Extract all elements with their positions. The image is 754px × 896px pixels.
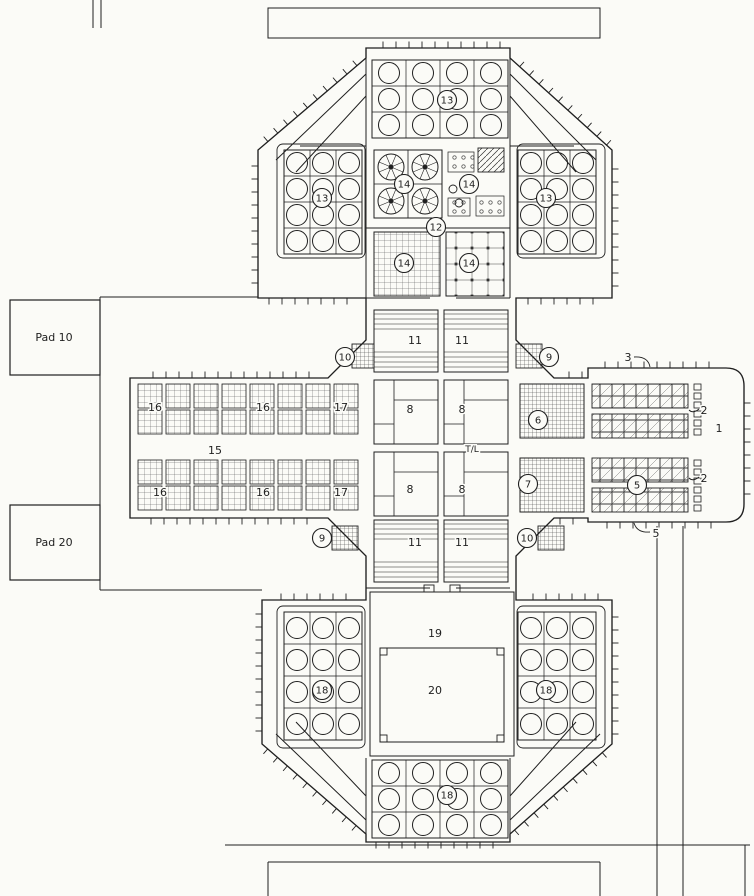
room-11-sw — [373, 519, 439, 583]
callout-13-upper-right: 13 — [535, 187, 557, 209]
room-11-nw — [373, 309, 439, 373]
svg-text:12: 12 — [430, 223, 443, 234]
callout-leaders — [633, 356, 700, 533]
interior-wall-lines — [99, 58, 601, 834]
svg-text:9: 9 — [546, 353, 552, 364]
label-2-top: 2 — [701, 404, 708, 417]
room-8-ne — [443, 379, 509, 445]
labels: 13 13 13 14 14 12 14 14 10 9 9 10 6 7 5 … — [34, 89, 724, 806]
label-2-bottom: 2 — [701, 472, 708, 485]
round-table-clusters — [276, 59, 606, 839]
label-room-11-se: 11 — [455, 536, 469, 549]
label-room-11-ne: 11 — [455, 334, 469, 347]
label-5: 5 — [653, 527, 660, 540]
room-11-ne — [443, 309, 509, 373]
pad-10-label: Pad 10 — [35, 331, 72, 344]
svg-text:14: 14 — [398, 259, 411, 270]
tl-label: T/L — [464, 445, 479, 455]
svg-text:9: 9 — [319, 534, 325, 545]
label-19: 19 — [428, 627, 442, 640]
gate-finger-ticks — [150, 41, 751, 849]
callout-10-se: 10 — [516, 527, 538, 549]
callout-9-ne: 9 — [538, 346, 560, 368]
bottom-apron — [225, 526, 750, 896]
callout-14-grid-right: 14 — [458, 252, 480, 274]
svg-text:13: 13 — [540, 194, 553, 205]
callout-7: 7 — [517, 473, 539, 495]
svg-text:13: 13 — [441, 96, 454, 107]
callout-13-pier: 13 — [436, 89, 458, 111]
callout-18-lower-right: 18 — [535, 679, 557, 701]
pad-20-label: Pad 20 — [35, 536, 72, 549]
svg-text:14: 14 — [398, 180, 411, 191]
room-11-se — [443, 519, 509, 583]
svg-text:13: 13 — [316, 194, 329, 205]
callout-14-round-tables: 14 — [393, 173, 415, 195]
hall-19 — [369, 591, 515, 757]
table-blocks — [137, 147, 689, 551]
label-3: 3 — [625, 351, 632, 364]
svg-text:18: 18 — [441, 791, 454, 802]
label-15: 15 — [208, 444, 222, 457]
svg-text:10: 10 — [521, 534, 534, 545]
svg-text:10: 10 — [339, 353, 352, 364]
callout-14-grid-left: 14 — [393, 252, 415, 274]
label-16-b: 16 — [256, 401, 270, 414]
svg-text:14: 14 — [463, 259, 476, 270]
apron-lines — [92, 0, 750, 896]
label-room-11-sw: 11 — [408, 536, 422, 549]
svg-text:14: 14 — [463, 180, 476, 191]
room-20 — [379, 647, 505, 743]
terminal-outer-wall — [129, 47, 745, 843]
pad-10 — [9, 299, 101, 376]
label-16-a: 16 — [148, 401, 162, 414]
label-17-a: 17 — [334, 401, 348, 414]
svg-text:5: 5 — [634, 481, 640, 492]
label-17-b: 17 — [334, 486, 348, 499]
label-room-8-nw: 8 — [407, 403, 414, 416]
callout-14-dot-tables: 14 — [458, 173, 480, 195]
callout-6: 6 — [527, 409, 549, 431]
svg-text:18: 18 — [540, 686, 553, 697]
label-room-8-se: 8 — [459, 483, 466, 496]
room-8-nw — [373, 379, 439, 445]
callout-13-upper-left: 13 — [311, 187, 333, 209]
callout-12: 12 — [425, 216, 447, 238]
svg-text:6: 6 — [535, 416, 541, 427]
label-20: 20 — [428, 684, 442, 697]
label-16-d: 16 — [256, 486, 270, 499]
room-8-se — [443, 451, 509, 517]
label-room-11-nw: 11 — [408, 334, 422, 347]
callout-5: 5 — [626, 474, 648, 496]
callout-10-nw: 10 — [334, 346, 356, 368]
interior-walls — [9, 58, 700, 834]
terminal-outline — [129, 47, 745, 843]
label-room-8-ne: 8 — [459, 403, 466, 416]
room-8-sw — [373, 451, 439, 517]
pad-20 — [9, 504, 101, 581]
callout-18-lower-left: 18 — [311, 679, 333, 701]
label-16-c: 16 — [153, 486, 167, 499]
label-1: 1 — [716, 422, 723, 435]
svg-text:18: 18 — [316, 686, 329, 697]
callout-9-sw: 9 — [311, 527, 333, 549]
top-apron — [92, 0, 601, 39]
label-room-8-sw: 8 — [407, 483, 414, 496]
svg-text:7: 7 — [525, 480, 531, 491]
callout-18-pier: 18 — [436, 784, 458, 806]
